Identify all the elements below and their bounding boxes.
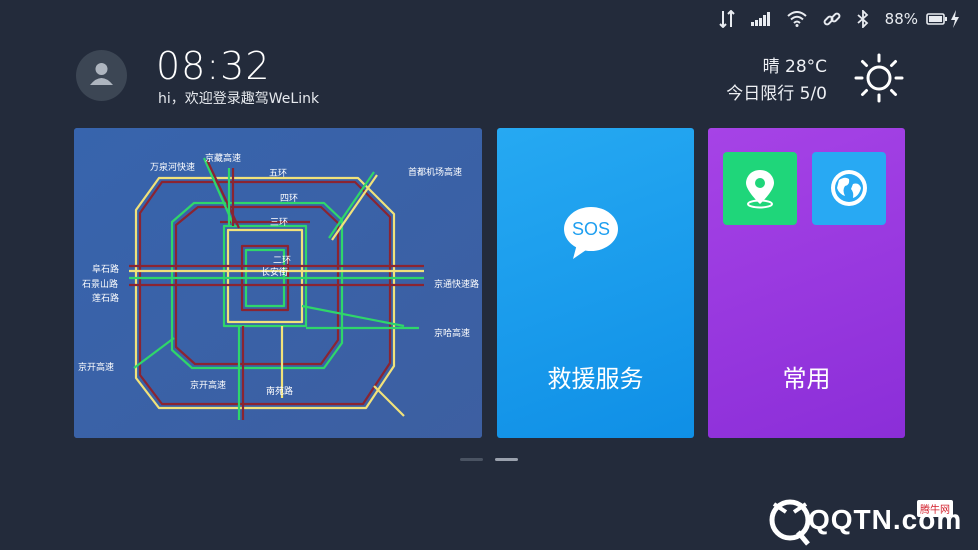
greeting-text: hi，欢迎登录趣驾WeLink [158,91,320,107]
battery-status: 88% [885,10,960,28]
map-label: 石景山路 [82,280,119,290]
signal-icon [750,12,770,26]
restriction-text: 今日限行 5/0 [726,84,827,104]
map-label: 京开高速 [78,363,115,373]
map-label: 长安街 [261,268,289,278]
browser-app-tile[interactable] [812,152,886,225]
map-label: 二环 [273,256,292,266]
map-label: 京藏高速 [205,154,242,164]
link-icon [823,12,841,26]
sos-bubble-icon: SOS [561,202,621,262]
map-label: 四环 [280,194,299,204]
battery-icon [926,13,947,25]
common-apps-card[interactable]: 常用 [708,128,905,438]
battery-percent: 88% [884,10,918,28]
page-indicator-2-active[interactable] [495,458,518,461]
rescue-service-card[interactable]: SOS 救援服务 [497,128,694,438]
map-label: 五环 [269,169,288,179]
clock-time: 08:32 [156,44,271,88]
map-label: 三环 [270,218,289,228]
sos-text: SOS [571,219,610,239]
map-label: 京开高速 [190,381,227,391]
traffic-map-card[interactable]: 万泉河快速 京藏高速 五环 首都机场高速 四环 三环 二环 长安街 阜石路 石景… [74,128,482,438]
map-label: 京哈高速 [434,329,471,339]
rescue-service-title: 救援服务 [547,365,644,393]
watermark: QQTN.com 腾牛网 [768,494,978,550]
map-label: 莲石路 [92,294,120,304]
map-pin-icon [746,170,774,209]
sunny-icon[interactable] [853,52,905,104]
bluetooth-icon [857,10,868,28]
status-bar: 88% [718,8,960,30]
weather-info[interactable]: 晴 28°C 今日限行 5/0 [726,54,827,108]
map-label: 南苑路 [266,387,294,397]
common-apps-title: 常用 [782,365,831,393]
page-indicator-1[interactable] [460,458,483,461]
watermark-badge: 腾牛网 [917,500,953,517]
map-label: 首都机场高速 [408,168,463,178]
watermark-logo-icon [769,499,811,546]
data-transfer-icon [718,10,735,28]
user-icon [90,63,113,85]
traffic-map [74,128,482,438]
avatar[interactable] [76,50,127,101]
weather-text: 晴 28°C [762,57,827,77]
wifi-icon [786,11,807,27]
map-label: 万泉河快速 [150,163,196,173]
map-label: 阜石路 [92,265,120,275]
charging-icon [951,10,959,28]
globe-icon [831,170,867,206]
map-app-tile[interactable] [723,152,797,225]
map-label: 京通快速路 [434,280,480,290]
